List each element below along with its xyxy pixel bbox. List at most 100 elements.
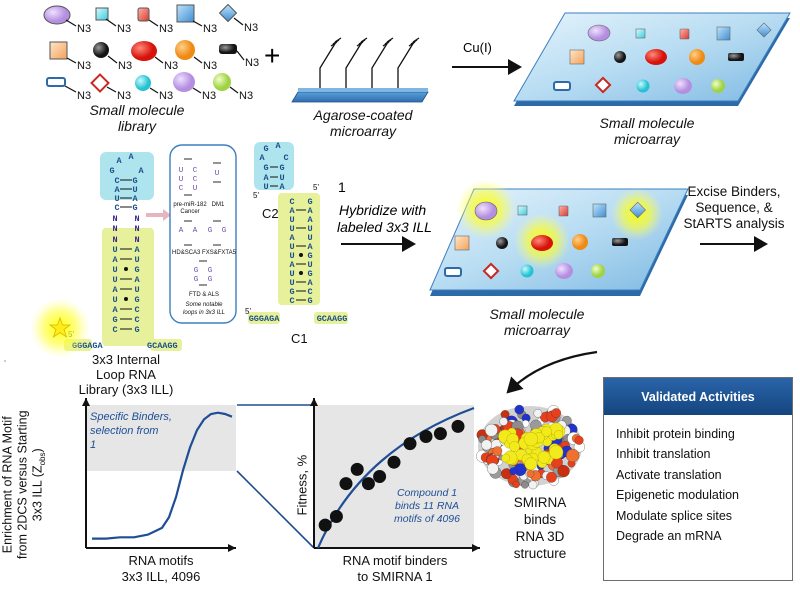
- array-label-line: microarray: [613, 131, 681, 147]
- chart2-annotation-line: motifs of 4096: [394, 513, 460, 525]
- molecule-cyan-square: [95, 7, 109, 21]
- atom-sphere: [546, 471, 557, 483]
- svg-text:U: U: [112, 245, 117, 255]
- plus-sign: +: [264, 40, 280, 71]
- svg-text:A: A: [114, 185, 120, 195]
- svg-text:N: N: [112, 235, 117, 245]
- next-step-line: Excise Binders,: [687, 184, 781, 199]
- azide-linkers: [64, 17, 245, 94]
- seq-c1-left: GGGAGA: [249, 314, 281, 324]
- svg-text:U: U: [307, 233, 312, 243]
- azide-label: N3: [239, 90, 253, 102]
- validated-activities-panel: Validated Activities Inhibit protein bin…: [603, 377, 793, 581]
- agarose-label-line: Agarose-coated: [313, 107, 413, 123]
- validated-activities-list: Inhibit protein binding Inhibit translat…: [604, 424, 792, 546]
- molecule-cyan-sphere: [135, 75, 151, 91]
- svg-text:A: A: [128, 152, 134, 162]
- svg-text:G: G: [289, 287, 294, 297]
- chart1-annotation-line: 1: [90, 439, 97, 451]
- smirna-label-line: binds: [523, 512, 557, 527]
- atom-sphere: [512, 480, 520, 489]
- catalyst-label: Cu(I): [463, 40, 492, 55]
- svg-text:G: G: [112, 315, 117, 325]
- svg-text:U: U: [112, 275, 117, 285]
- atom-sphere: [485, 423, 498, 437]
- chart-fitness: [310, 398, 480, 552]
- svg-text:G: G: [263, 144, 268, 154]
- data-point: [419, 430, 433, 443]
- plot-background: [314, 405, 474, 548]
- loop-label-ftd: FTD & ALS: [189, 292, 219, 298]
- svg-text:N: N: [134, 235, 139, 245]
- svg-text:G: G: [134, 325, 139, 335]
- chart1-ylabel-line: from 2DCS versus Starting: [15, 410, 30, 560]
- svg-text:A: A: [112, 255, 118, 265]
- azide-label: N3: [202, 90, 216, 102]
- atom-sphere: [528, 480, 538, 490]
- chart2-annotation-line: Compound 1: [396, 487, 458, 499]
- agarose-label: Agarose-coated microarray: [298, 107, 428, 139]
- agarose-microarray: [291, 37, 429, 103]
- library-label-line: library: [117, 118, 157, 134]
- data-point: [339, 477, 353, 491]
- svg-text:A: A: [134, 245, 140, 255]
- svg-text:U: U: [279, 173, 284, 183]
- chart1-ylabel-close: ): [30, 448, 45, 453]
- chart2-xlabel: RNA motif binders to SMIRNA 1: [310, 553, 480, 585]
- svg-text:U: U: [193, 185, 198, 193]
- svg-text:U: U: [289, 278, 294, 288]
- molecule-red-cube: [137, 7, 150, 22]
- azide-label: N3: [77, 60, 91, 72]
- svg-text:U: U: [114, 194, 119, 204]
- svg-text:C: C: [114, 176, 119, 186]
- svg-text:G: G: [307, 197, 312, 207]
- loop-label-cancer: Cancer: [180, 209, 199, 215]
- svg-text:A: A: [289, 233, 295, 243]
- atom-sphere: [574, 435, 584, 445]
- hybridize-label: Hybridize with: [339, 202, 426, 218]
- svg-text:G: G: [132, 203, 137, 213]
- svg-text:G: G: [134, 265, 139, 275]
- molecule-purple-oval: [43, 5, 71, 25]
- hybridize-label: labeled 3x3 ILL: [337, 219, 432, 235]
- azide-label: N3: [164, 60, 178, 72]
- svg-text:A: A: [307, 278, 313, 288]
- loop-caption: Some notable: [185, 302, 223, 308]
- small-molecule-microarray-bound: [429, 179, 689, 296]
- svg-text:A: A: [289, 206, 295, 216]
- atom-sphere: [566, 448, 580, 463]
- next-step-line: StARTS analysis: [683, 216, 785, 231]
- chart2-ylabel: Fitness, %: [294, 454, 310, 516]
- svg-text:A: A: [179, 227, 184, 235]
- smirna-label-line: RNA 3D: [515, 529, 565, 544]
- small-molecule-microarray-top: [513, 12, 791, 106]
- molecule-peach-square: [49, 41, 68, 60]
- activity-item: Epigenetic modulation: [616, 488, 739, 503]
- smirna-label-line: structure: [513, 546, 567, 561]
- array-label-top: Small molecule microarray: [582, 115, 712, 147]
- agarose-label-line: microarray: [329, 123, 397, 139]
- five-prime-c1-top: 5': [313, 183, 319, 192]
- svg-text:A: A: [138, 166, 144, 176]
- data-point: [403, 437, 417, 451]
- svg-text:C: C: [289, 296, 294, 306]
- svg-text:C: C: [114, 203, 119, 213]
- chart1-annotation-line: Specific Binders,: [90, 411, 172, 423]
- array-label-line: microarray: [503, 322, 571, 338]
- svg-text:A: A: [134, 275, 140, 285]
- chart1-xlabel: RNA motifs 3x3 ILL, 4096: [86, 553, 236, 585]
- svg-text:A: A: [307, 206, 313, 216]
- loop-pointer-arrow: [146, 209, 171, 221]
- chart1-xlabel-line: 3x3 ILL, 4096: [121, 569, 201, 584]
- loop-label-hd: HD&SCA3 FXS&FXTA5: [172, 250, 237, 256]
- array-label-bound: Small molecule microarray: [472, 306, 602, 338]
- svg-text:N: N: [112, 214, 117, 224]
- azide-label: N3: [245, 57, 259, 69]
- activity-item: Activate translation: [616, 467, 722, 482]
- chart1-ylabel-line: 3x3 ILL (Zobs): [30, 400, 50, 570]
- data-point: [433, 427, 447, 441]
- azide-label: N3: [77, 23, 91, 35]
- svg-text:A: A: [112, 285, 118, 295]
- atom-sphere: [499, 417, 508, 426]
